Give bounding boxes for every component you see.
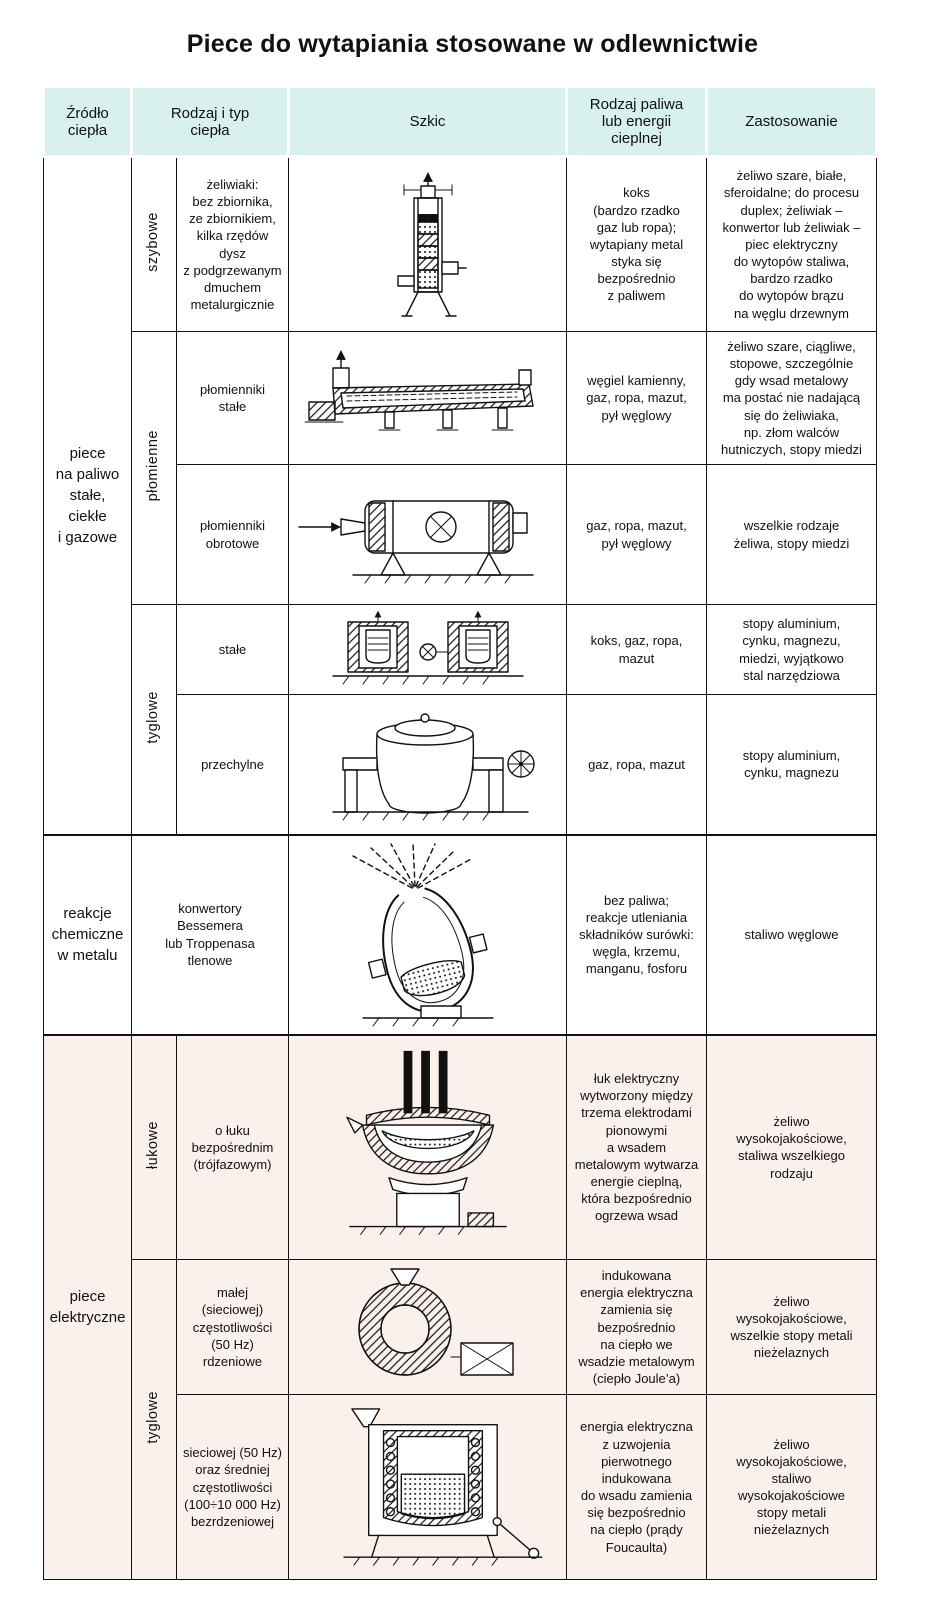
core-induction-furnace-sketch [357,1268,514,1376]
tilting-crucible-furnace-sketch [331,713,535,821]
header-furnace-type: Rodzaj i typ ciepła [130,85,290,158]
header-application: Zastosowanie [705,85,878,158]
row-converter: reakcje chemiczne w metalu konwertory Be… [43,833,877,1036]
row-reverberatory-stationary: płomienne płomienniki stałe [44,330,877,606]
row-reverberatory-rotary: płomienniki obrotowe [44,464,877,606]
cell-sketch [288,833,567,1036]
cell-sketch [288,1259,567,1396]
cell-application: stopy aluminium, cynku, magnezu, miedzi,… [706,604,877,696]
bessemer-converter-sketch [351,842,494,1027]
cell-fuel-energy: gaz, ropa, mazut, pył węglowy [566,464,707,606]
header-sketch: Szkic [287,85,568,158]
family-label-text: tyglowe [145,690,162,744]
cell-sketch [288,1033,567,1261]
cell-furnace-type: żeliwiaki: bez zbiornika, ze zbiornikiem… [176,156,289,332]
cell-fuel-energy: energia elektryczna z uzwojenia pierwotn… [566,1394,707,1581]
family-label-text: szybowe [145,212,162,273]
row-crucible-stationary: tyglowe stałe [44,604,877,836]
cell-application: wszelkie rodzaje żeliwa, stopy miedzi [706,464,877,606]
cell-fuel-energy: łuk elektryczny wytworzony między trzema… [566,1033,707,1261]
cupola-furnace-sketch [396,171,467,317]
cell-application: stopy aluminium, cynku, magnezu [706,694,877,836]
cell-sketch [288,156,567,332]
family-label-szybowe: szybowe [131,156,177,332]
cell-furnace-type: konwertory Bessemera lub Troppenasa tlen… [131,833,289,1036]
cell-heat-source: reakcje chemiczne w metalu [43,833,132,1036]
header-heat-source: Źródło ciepła [42,85,133,158]
family-label-tyglowe-elektryczne: tyglowe [131,1259,177,1581]
rotary-furnace-sketch [297,500,534,584]
header-row: Źródło ciepła Rodzaj i typ ciepła Szkic … [42,85,878,158]
cell-heat-source: piece na paliwo stałe, ciekłe i gazowe [43,155,132,836]
row-arc-furnace: piece elektryczne łukowe o łuku bezpośre… [43,1033,877,1581]
family-label-text: płomienne [145,430,162,502]
cell-furnace-type: o łuku bezpośrednim (trójfazowym) [176,1033,289,1261]
cell-fuel-energy: koks, gaz, ropa, mazut [566,604,707,696]
cell-fuel-energy: indukowana energia elektryczna zamienia … [566,1259,707,1396]
row-crucible-tilting: przechylne gaz, rop [44,694,877,836]
cell-furnace-type: stałe [176,604,289,696]
cell-furnace-type: sieciowej (50 Hz) oraz średniej częstotl… [176,1394,289,1581]
cell-application: żeliwo szare, ciągliwe, stopowe, szczegó… [706,330,877,466]
cell-heat-source: piece elektryczne [43,1033,132,1581]
cell-furnace-type: płomienniki obrotowe [176,464,289,606]
cell-sketch [288,1394,567,1581]
cell-application: staliwo węglowe [706,833,877,1036]
direct-arc-furnace-sketch [345,1050,507,1235]
family-label-lukowe: łukowe [131,1033,177,1261]
row-coreless-induction: sieciowej (50 Hz) oraz średniej częstotl… [44,1394,877,1581]
header-fuel-energy: Rodzaj paliwa lub energii cieplnej [565,85,708,158]
cell-sketch [288,694,567,836]
furnace-table: Źródło ciepła Rodzaj i typ ciepła Szkic … [42,85,878,1581]
cell-furnace-type: płomienniki stałe [176,330,289,466]
row-core-induction: tyglowe małej (sieciowej) częstotliwości… [44,1259,877,1581]
family-label-tyglowe: tyglowe [131,604,177,836]
cell-furnace-type: przechylne [176,694,289,836]
cell-application: żeliwo szare, białe, sferoidalne; do pro… [706,156,877,332]
cell-application: żeliwo wysokojakościowe, wszelkie stopy … [706,1259,877,1396]
cell-application: żeliwo wysokojakościowe, staliwa wszelki… [706,1033,877,1261]
cell-sketch [288,464,567,606]
cell-fuel-energy: węgiel kamienny, gaz, ropa, mazut, pył w… [566,330,707,466]
page-title: Piece do wytapiania stosowane w odlewnic… [186,30,759,58]
family-label-text: łukowe [145,1121,162,1170]
cell-sketch [288,604,567,696]
cell-fuel-energy: koks (bardzo rzadko gaz lub ropa); wytap… [566,156,707,332]
cell-sketch [288,330,567,466]
cell-fuel-energy: bez paliwa; reakcje utleniania składnikó… [566,833,707,1036]
family-label-plomienne: płomienne [131,330,177,606]
cell-application: żeliwo wysokojakościowe, staliwo wysokoj… [706,1394,877,1581]
row-shaft-furnace: piece na paliwo stałe, ciekłe i gazowe s… [43,155,877,836]
cell-fuel-energy: gaz, ropa, mazut [566,694,707,836]
coreless-induction-furnace-sketch [342,1408,542,1566]
stationary-crucible-furnaces-sketch [331,610,524,685]
cell-furnace-type: małej (sieciowej) częstotliwości (50 Hz)… [176,1259,289,1396]
stationary-reverberatory-furnace-sketch [304,349,534,431]
family-label-text: tyglowe [145,1391,162,1444]
